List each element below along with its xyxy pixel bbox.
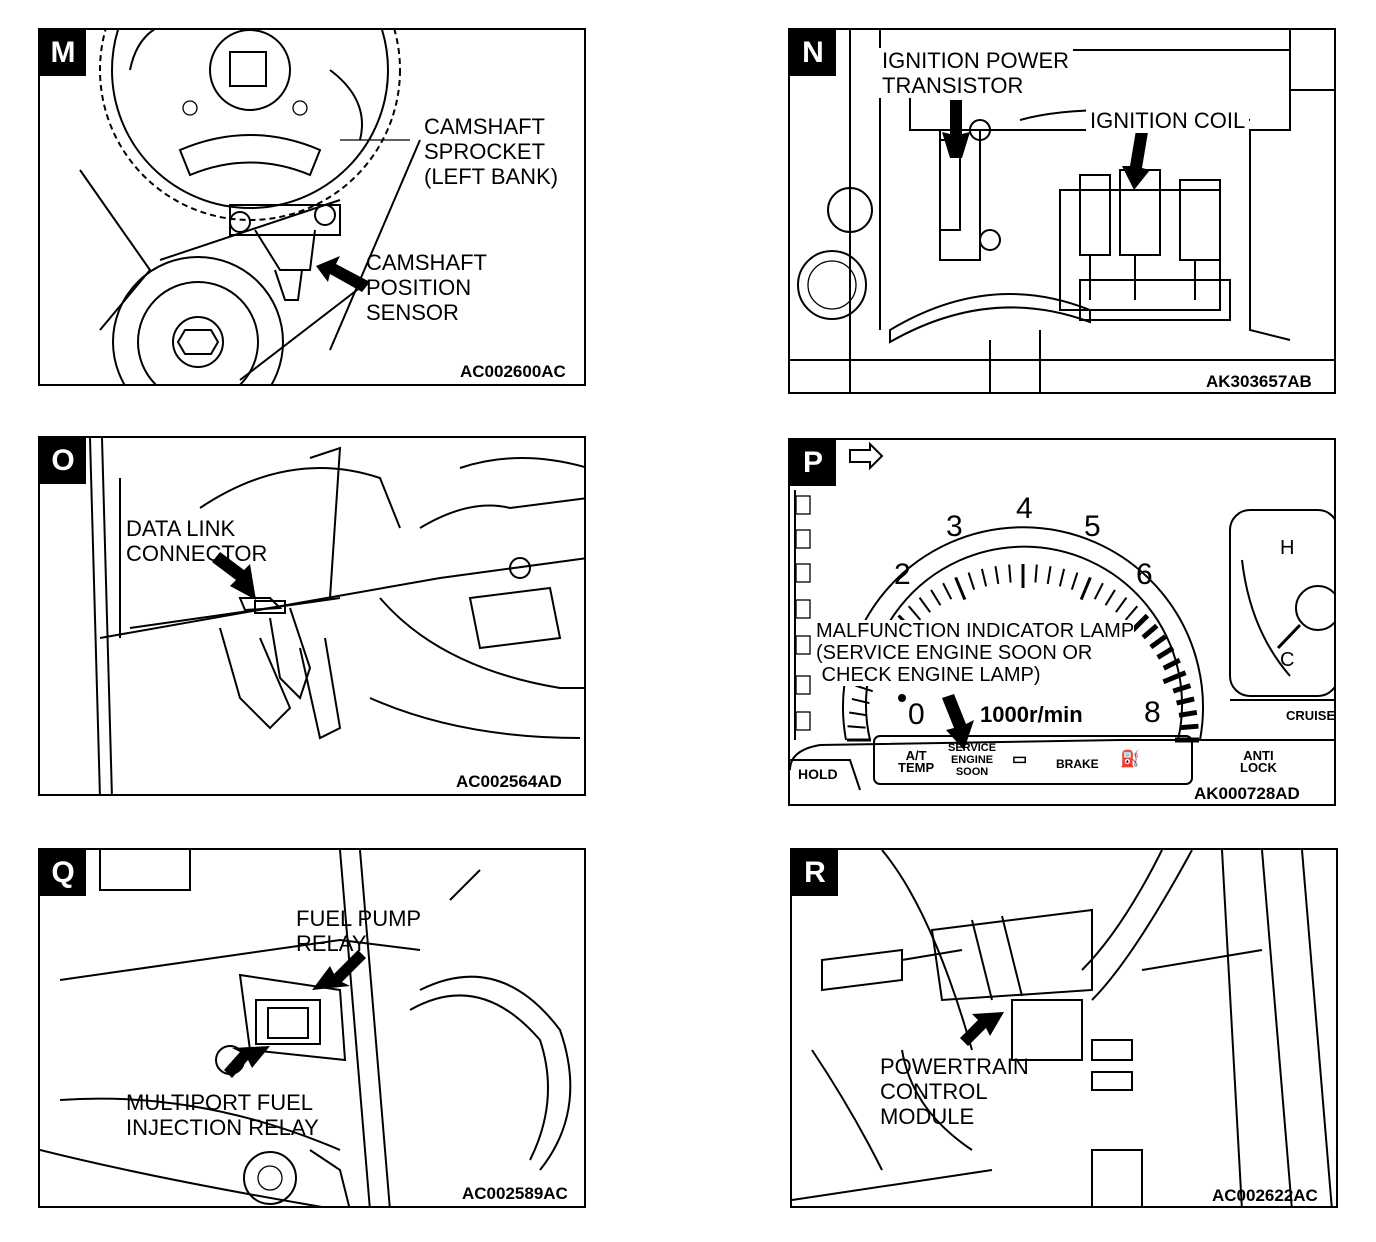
camshaft-illustration <box>79 30 421 384</box>
tach-tick-mark <box>851 697 870 705</box>
temp-gauge-h: H <box>1280 537 1295 559</box>
figure-code: AC002622AC <box>1212 1186 1318 1205</box>
tach-tick-mark <box>1115 597 1128 613</box>
figure-code: AC002600AC <box>460 362 566 381</box>
tach-tick-mark <box>1046 566 1052 585</box>
brake-lamp: BRAKE <box>1056 757 1099 771</box>
tach-tick-mark <box>930 589 942 606</box>
panel-n: N IGNITION POWER TRANSISTOR IGNITION COI… <box>788 28 1336 394</box>
panel-q: Q FUEL PUMP RELAY MULTIPORT FUEL INJECTI… <box>38 848 586 1208</box>
rpm-unit-label: 1000r/min <box>980 702 1083 727</box>
tach-tick-mark <box>954 576 967 601</box>
tach-tick-mark <box>967 572 976 591</box>
tach-tick-mark <box>1008 564 1012 583</box>
oil-pressure-icon: ⛽ <box>1120 751 1140 768</box>
panel-letter: O <box>40 438 86 484</box>
panel-letter: R <box>792 850 838 896</box>
tach-tick-mark <box>847 725 866 729</box>
anti-lock-lamp: ANTI LOCK <box>1240 748 1277 775</box>
panel-m: M CAMSHAFT SPROCKET (LEFT BANK) CAMSHAFT… <box>38 28 586 386</box>
tach-tick-mark <box>1034 564 1038 583</box>
tach-tick-mark <box>1156 645 1175 660</box>
figure-code: AC002589AC <box>462 1184 568 1203</box>
data-link-connector-label: DATA LINK CONNECTOR <box>126 516 268 566</box>
malfunction-indicator-lamp-label: MALFUNCTION INDICATOR LAMP (SERVICE ENGI… <box>816 620 1135 686</box>
tach-tick-mark <box>1172 683 1192 694</box>
tach-tick-mark <box>1178 709 1198 718</box>
dashboard-illustration <box>89 438 584 794</box>
ignition-coil-label: IGNITION COIL <box>1086 108 1250 133</box>
tach-tick-mark <box>1162 657 1181 671</box>
panel-r: R POWERTRAIN CONTROL MODULE AC002622AC <box>790 848 1338 1208</box>
multiport-fuel-injection-relay-label: MULTIPORT FUEL INJECTION RELAY <box>126 1090 319 1140</box>
tach-tick-mark <box>849 711 868 717</box>
tach-tick-mark <box>1104 589 1116 606</box>
figure-code: AK000728AD <box>1194 784 1300 803</box>
battery-icon: ▭ <box>1012 751 1028 768</box>
panel-o: O DATA LINK CONNECTOR AC002564AD <box>38 436 586 796</box>
tach-tick-mark <box>994 566 1000 585</box>
tach-tick-2: 2 <box>894 558 911 591</box>
fuel-pump-relay-label: FUEL PUMP RELAY <box>296 906 422 956</box>
tach-tick-mark <box>980 568 988 587</box>
tach-tick-mark <box>1141 623 1159 640</box>
at-temp-lamp: A/T TEMP <box>898 748 935 775</box>
tach-tick-mark <box>1058 568 1066 587</box>
powertrain-control-module-label: POWERTRAIN CONTROL MODULE <box>880 1054 1029 1129</box>
tach-tick-mark <box>942 582 953 600</box>
tach-tick-mark <box>907 605 922 621</box>
instrument-cluster-illustration <box>790 441 1334 791</box>
panel-letter: P <box>790 440 836 486</box>
panel-letter: M <box>40 30 86 76</box>
tach-tick-4: 4 <box>1016 492 1033 525</box>
hold-lamp: HOLD <box>798 766 838 782</box>
tach-tick-5: 5 <box>1084 510 1101 543</box>
tach-tick-mark <box>1176 696 1195 706</box>
tach-tick-mark <box>1093 582 1104 600</box>
camshaft-sprocket-label: CAMSHAFT SPROCKET (LEFT BANK) <box>424 114 559 189</box>
cruise-lamp: CRUISE <box>1286 708 1336 723</box>
tach-tick-mark <box>855 684 874 693</box>
relay-illustration <box>40 850 572 1206</box>
panel-letter: Q <box>40 850 86 896</box>
service-engine-soon-lamp: SERVICE ENGINE SOON <box>948 742 997 778</box>
temp-gauge-c: C <box>1280 649 1295 671</box>
figure-code: AC002564AD <box>456 772 562 791</box>
tach-tick-mark <box>918 597 931 613</box>
panel-letter: N <box>790 30 836 76</box>
tach-tick-mark <box>1124 605 1139 621</box>
tach-tick-3: 3 <box>946 510 963 543</box>
tach-tick-mark <box>1070 572 1079 591</box>
tach-tick-mark <box>1079 576 1092 601</box>
camshaft-position-sensor-label: CAMSHAFT POSITION SENSOR <box>366 250 487 325</box>
tach-tick-mark <box>1162 670 1187 685</box>
pcm-illustration <box>792 850 1333 1206</box>
tach-tick-0: 0 <box>908 698 925 731</box>
ignition-power-transistor-label: IGNITION POWER TRANSISTOR <box>878 48 1073 98</box>
panel-p: P 0 2 3 4 5 6 8 MALFUNCTION INDICATOR LA… <box>788 438 1336 806</box>
tach-tick-6: 6 <box>1136 558 1153 591</box>
tach-tick-8: 8 <box>1144 696 1161 729</box>
figure-code: AK303657AB <box>1206 372 1312 391</box>
tach-tick-mark <box>1180 723 1199 731</box>
tach-tick-mark <box>1149 634 1167 650</box>
